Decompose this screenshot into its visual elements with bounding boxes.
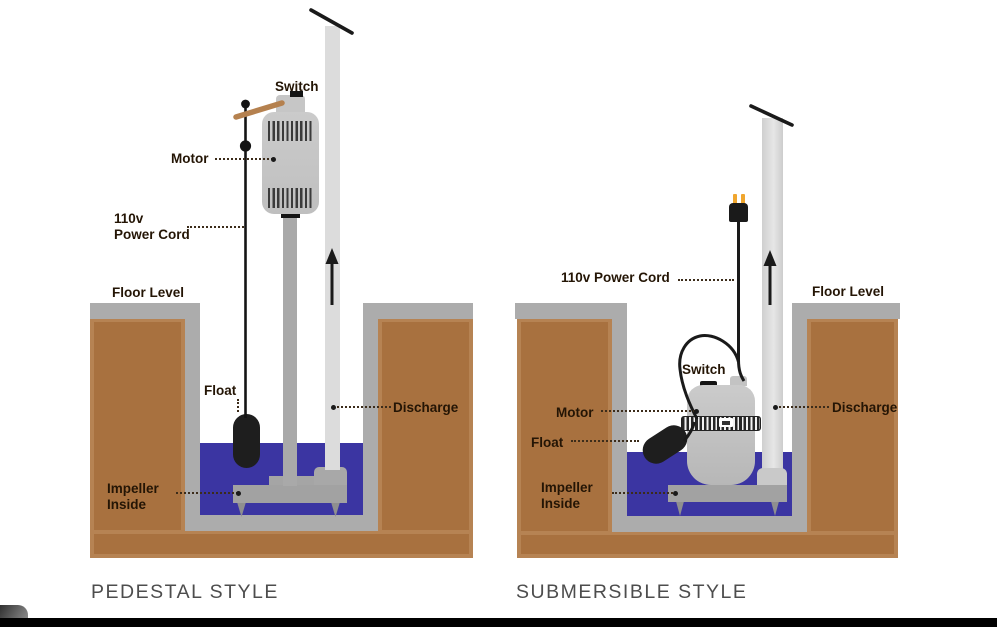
- pedestal-title: PEDESTAL STYLE: [91, 581, 279, 603]
- pedestal-floor-slab-right: [363, 303, 473, 319]
- pedestal-rod-pivot-top: [241, 99, 250, 109]
- pedestal-pit-floor: [185, 515, 378, 531]
- submersible-switch-label: Switch: [682, 362, 726, 377]
- submersible-soil-right: [807, 318, 898, 558]
- submersible-plug-prong-right: [741, 194, 745, 204]
- pedestal-leg-left: [237, 503, 246, 517]
- submersible-floor-level-label: Floor Level: [812, 284, 885, 299]
- pedestal-pit-wall-left: [185, 303, 200, 531]
- pedestal-discharge-pipe: [325, 26, 340, 470]
- pedestal-motor-vents-top: [268, 121, 314, 141]
- pedestal-switch-label: Switch: [275, 79, 319, 94]
- submersible-float-label: Float: [531, 435, 564, 450]
- submersible-pit-wall-left: [612, 303, 627, 532]
- pedestal-column: [283, 214, 297, 486]
- pedestal-leg-right: [331, 503, 340, 517]
- submersible-leg-right: [771, 502, 779, 516]
- pedestal-floor-slab-left: [90, 303, 200, 319]
- submersible-band-dash: [722, 421, 730, 425]
- pedestal-power-cord-label: 110v Power Cord: [114, 211, 190, 243]
- submersible-pit-wall-right: [792, 303, 807, 532]
- submersible-impeller-leader: [612, 492, 676, 494]
- bottom-bar: [0, 618, 997, 627]
- submersible-power-cord: [737, 222, 746, 382]
- submersible-tank-body: [687, 385, 755, 485]
- submersible-power-cord-label: 110v Power Cord: [561, 270, 670, 285]
- submersible-motor-leader-dot: [694, 409, 699, 414]
- submersible-impeller-leader-dot: [673, 491, 678, 496]
- submersible-motor-label: Motor: [556, 405, 594, 420]
- submersible-base-plate: [668, 485, 787, 502]
- pedestal-switch-cap: [290, 91, 303, 97]
- pedestal-impeller-line2: Inside: [107, 497, 147, 512]
- submersible-discharge-elbow: [757, 468, 787, 486]
- pedestal-power-cord-line2: Power Cord: [114, 227, 190, 242]
- submersible-float-leader: [571, 440, 639, 442]
- corner-handle-tab[interactable]: [0, 605, 28, 619]
- pedestal-rod-pivot-mid: [239, 140, 252, 152]
- pedestal-pit-wall-right: [363, 303, 378, 531]
- submersible-soil-bottom: [517, 531, 898, 558]
- pedestal-soil-bottom: [90, 530, 473, 558]
- submersible-power-plug: [729, 203, 748, 222]
- pedestal-impeller-label: Impeller Inside: [107, 481, 159, 513]
- pedestal-motor-leader: [215, 158, 273, 160]
- submersible-leg-left: [676, 502, 684, 516]
- submersible-motor-leader: [601, 410, 695, 412]
- submersible-discharge-label: Discharge: [832, 400, 898, 415]
- submersible-plug-prong-left: [733, 194, 737, 204]
- pedestal-float-leader: [237, 399, 239, 412]
- submersible-impeller-line1: Impeller: [541, 480, 593, 495]
- submersible-pit-floor: [612, 516, 807, 532]
- submersible-floor-slab-left: [515, 303, 627, 319]
- submersible-soil-left: [517, 318, 612, 558]
- submersible-power-cord-leader: [678, 279, 734, 281]
- pedestal-float: [233, 414, 260, 468]
- pedestal-power-cord-line1: 110v: [114, 211, 144, 226]
- pedestal-power-cord-leader: [187, 226, 244, 228]
- pedestal-motor-connector: [281, 211, 300, 218]
- pedestal-soil-left: [90, 318, 185, 558]
- submersible-discharge-pipe: [762, 118, 783, 470]
- pedestal-motor-vents-bottom: [268, 188, 314, 208]
- pedestal-discharge-label: Discharge: [393, 400, 459, 415]
- pedestal-impeller-leader: [176, 492, 238, 494]
- pedestal-impeller-leader-dot: [236, 491, 241, 496]
- submersible-impeller-line2: Inside: [541, 496, 581, 511]
- pedestal-motor-leader-dot: [271, 157, 276, 162]
- pedestal-soil-right: [378, 318, 473, 558]
- pedestal-base-plate: [233, 485, 347, 503]
- pedestal-floor-level-label: Floor Level: [112, 285, 185, 300]
- submersible-floor-slab-right: [792, 303, 900, 319]
- pedestal-discharge-elbow: [314, 467, 347, 486]
- submersible-impeller-label: Impeller Inside: [541, 480, 593, 512]
- submersible-title: SUBMERSIBLE STYLE: [516, 581, 748, 603]
- pedestal-discharge-leader: [333, 406, 391, 408]
- pedestal-impeller-line1: Impeller: [107, 481, 159, 496]
- submersible-discharge-leader-dot: [773, 405, 778, 410]
- pedestal-discharge-leader-dot: [331, 405, 336, 410]
- submersible-discharge-leader: [775, 406, 829, 408]
- pedestal-float-label: Float: [204, 383, 237, 398]
- pedestal-motor-label: Motor: [171, 151, 209, 166]
